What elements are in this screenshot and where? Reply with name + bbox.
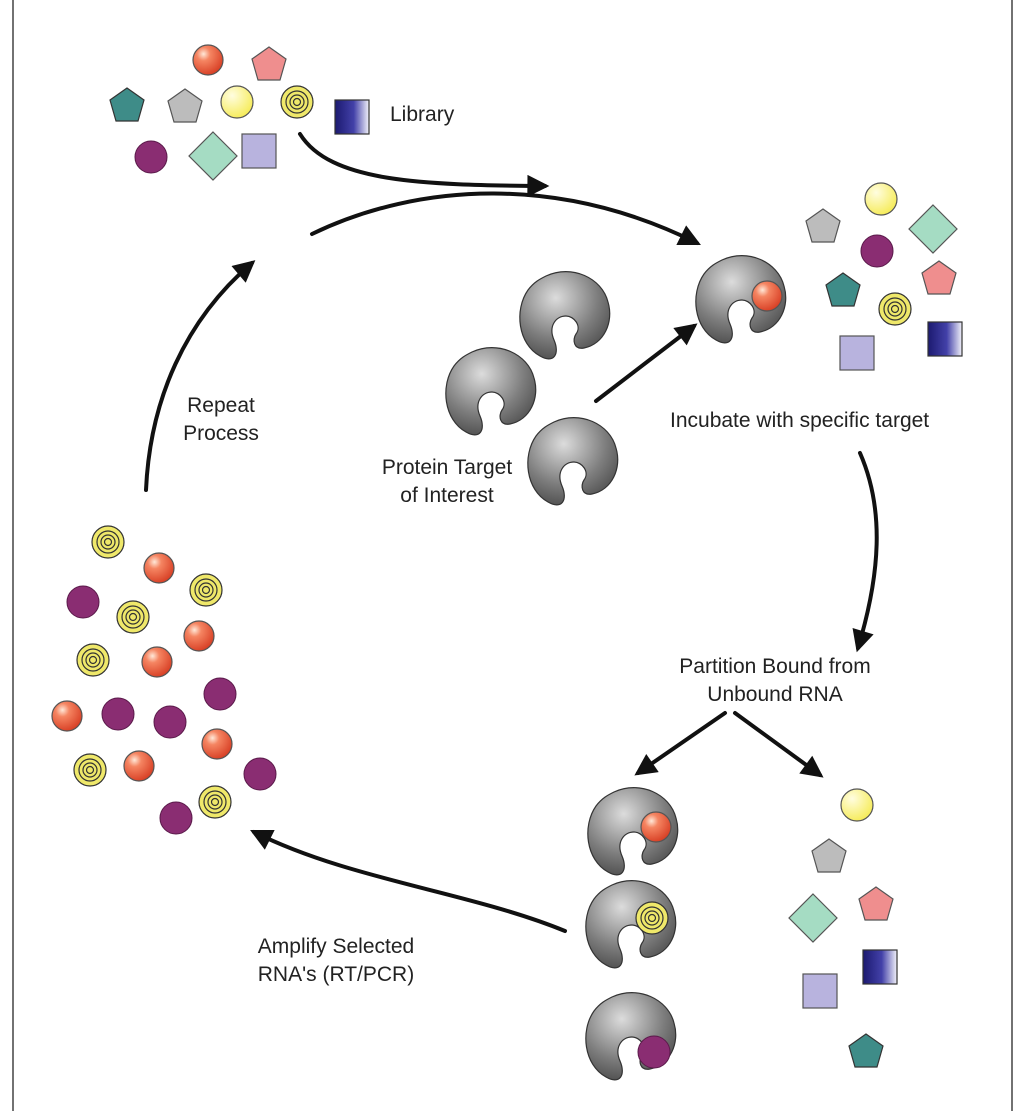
label-repeat: Repeat Process [166,392,276,448]
amplified-pool [51,525,277,835]
flow-arrows [144,132,879,933]
label-partition-line2: Unbound RNA [707,683,843,706]
bound-column [585,787,679,1081]
label-amplify-line1: Amplify Selected [257,935,415,958]
label-protein-target-line1: Protein Target [381,456,513,479]
label-incubate: Incubate with specific target [670,409,930,432]
arrow-repeat [144,260,256,492]
arrow-to-unbound [733,711,824,778]
label-amplify-line2: RNA's (RT/PCR) [257,963,415,986]
incubate-cluster [695,182,963,371]
arrow-cycle-top [310,191,701,246]
label-protein-target-line2: of Interest [400,484,494,507]
arrow-amplify [250,830,567,933]
label-protein-target: Protein Target of Interest [358,454,536,510]
label-repeat-line1: Repeat [187,394,255,417]
arrow-incubate-to-partition [852,451,879,653]
arrow-to-bound [634,711,727,776]
unbound-column [788,788,898,1068]
label-repeat-line2: Process [183,422,259,445]
label-amplify: Amplify Selected RNA's (RT/PCR) [226,933,446,989]
arrow-target-to-incubate [594,323,698,403]
arrow-library-to-incubate [298,132,550,197]
label-partition: Partition Bound from Unbound RNA [640,653,910,709]
label-library: Library [390,103,455,126]
label-partition-line1: Partition Bound from [679,655,871,678]
